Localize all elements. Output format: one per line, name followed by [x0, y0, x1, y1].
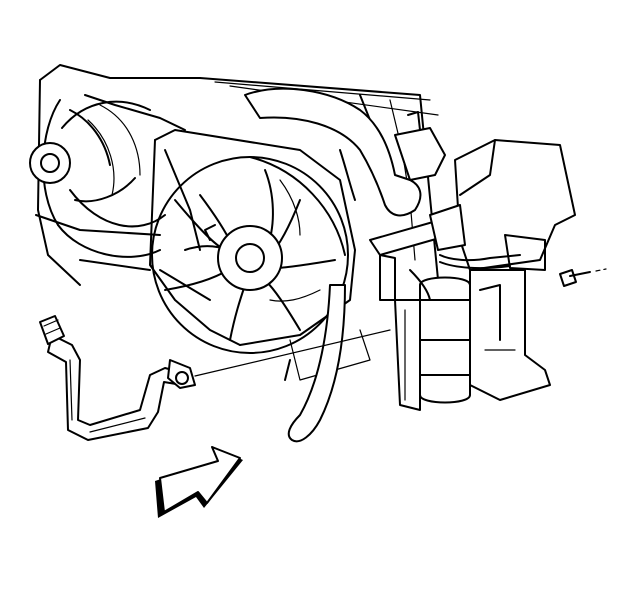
condenser-pipes [369, 204, 521, 301]
receiver-dehydrator [394, 276, 471, 411]
line-clip [167, 359, 196, 389]
refrigerant-line [47, 334, 181, 441]
condenser-bracket [454, 139, 576, 401]
direction-arrow [155, 446, 243, 518]
leader-line [194, 329, 391, 377]
lower-radiator-hose [287, 284, 346, 443]
fan-shroud [149, 129, 371, 381]
right-cooling-fan [151, 156, 349, 354]
upper-radiator-hose [244, 87, 446, 217]
left-cooling-fan [29, 64, 201, 286]
line-fitting [39, 315, 65, 345]
mounting-bolt [559, 268, 607, 287]
